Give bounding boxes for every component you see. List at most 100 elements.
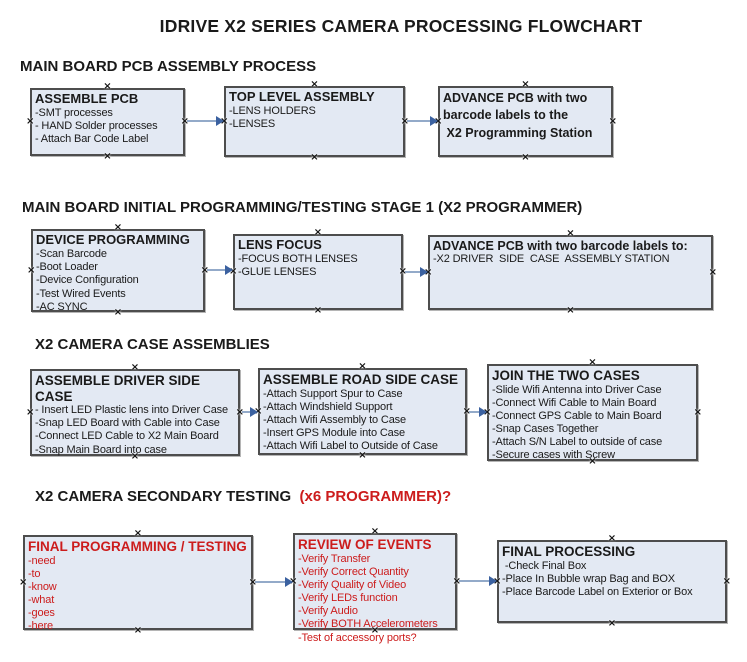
box-item: -Connect LED Cable to X2 Main Board (35, 430, 219, 443)
box-item: -Place Barcode Label on Exterior or Box (502, 585, 693, 598)
box-item: -Place In Bubble wrap Bag and BOX (502, 572, 675, 585)
connection-handle-icon: × (566, 228, 575, 239)
section-header-red-part: (x6 PROGRAMMER)? (299, 488, 452, 505)
box-item: -AC SYNC (36, 300, 88, 313)
connection-handle-icon: × (113, 222, 123, 233)
page-title: IDRIVE X2 SERIES CAMERA PROCESSING FLOWC… (159, 16, 643, 36)
flow-arrow (469, 407, 487, 417)
flow-box-advance-pcb-programming-station: ADVANCE PCB with two barcode labels to t… (434, 80, 617, 163)
box-item: -Snap LED Board with Cable into Case (35, 417, 220, 430)
box-item: -Connect GPS Cable to Main Board (492, 409, 662, 422)
connection-handle-icon: × (693, 406, 702, 418)
box-title: JOIN THE TWO CASES (492, 368, 640, 383)
connection-handle-icon: × (608, 115, 617, 127)
connection-handle-icon: × (588, 357, 597, 368)
box-title: ADVANCE PCB with two barcode labels to t… (443, 91, 593, 140)
box-item: -Slide Wifi Antenna into Driver Case (492, 383, 662, 396)
box-item: -need (28, 554, 56, 567)
connection-handle-icon: × (521, 152, 530, 163)
box-item: -LENSES (229, 118, 276, 131)
box-title: ASSEMBLE DRIVER SIDE CASE (35, 373, 204, 404)
box-item: - Insert LED Plastic lens into Driver Ca… (35, 404, 228, 417)
flow-arrow (242, 407, 258, 417)
box-item: -X2 DRIVER SIDE CASE ASSEMBLY STATION (433, 253, 670, 266)
section-header-black-part: X2 CAMERA SECONDARY TESTING (35, 488, 300, 505)
connection-handle-icon: × (313, 305, 323, 316)
box-item: -Verify Transfer (298, 552, 371, 565)
section-header-case-assemblies: X2 CAMERA CASE ASSEMBLIES (35, 336, 270, 353)
connection-handle-icon: × (27, 264, 36, 276)
section-header-pcb-assembly: MAIN BOARD PCB ASSEMBLY PROCESS (20, 58, 317, 75)
flow-box-final-processing: FINAL PROCESSING -Check Final Box -Place… (493, 534, 731, 629)
connection-handle-icon: × (310, 79, 319, 90)
box-item: -Attach S/N Label to outside of case (492, 436, 663, 449)
flow-arrow (407, 116, 438, 126)
box-item: -FOCUS BOTH LENSES (238, 252, 358, 265)
flow-box-assemble-driver-side-case: ASSEMBLE DRIVER SIDE CASE - Insert LED P… (26, 363, 244, 462)
flow-arrow (255, 577, 293, 587)
flow-box-lens-focus: LENS FOCUS -FOCUS BOTH LENSES -GLUE LENS… (229, 228, 407, 316)
box-item: -Snap Main Board into case (35, 443, 167, 456)
box-item: -know (28, 580, 57, 593)
connection-handle-icon: × (370, 526, 380, 537)
box-item: -Verify LEDs function (298, 592, 398, 605)
box-title: ASSEMBLE ROAD SIDE CASE (263, 372, 459, 387)
box-item: -Attach Wifi Assembly to Case (263, 413, 406, 426)
box-item: -here (28, 620, 53, 633)
connection-handle-icon: × (130, 362, 140, 373)
connection-handle-icon: × (566, 305, 575, 316)
box-item: - HAND Solder processes (35, 120, 158, 133)
box-item: -SMT processes (35, 106, 113, 119)
box-title: FINAL PROGRAMMING / TESTING (28, 539, 247, 554)
box-item: -what (28, 594, 55, 607)
flow-arrow (207, 265, 233, 275)
box-item: -Connect Wifi Cable to Main Board (492, 396, 657, 409)
box-item: -Check Final Box (502, 559, 587, 572)
flow-box-join-the-two-cases: JOIN THE TWO CASES -Slide Wifi Antenna i… (483, 358, 702, 467)
section-header-secondary-testing: X2 CAMERA SECONDARY TESTING (x6 PROGRAMM… (35, 488, 451, 505)
box-item: -GLUE LENSES (238, 266, 317, 279)
connection-handle-icon: × (103, 151, 112, 162)
flow-box-device-programming: DEVICE PROGRAMMING -Scan Barcode -Boot L… (27, 223, 209, 318)
box-item: -LENS HOLDERS (229, 104, 316, 117)
connection-handle-icon: × (310, 152, 319, 163)
box-item: -Insert GPS Module into Case (263, 427, 405, 440)
box-item: -Secure cases with Screw (492, 449, 615, 462)
box-item: -to (28, 567, 41, 580)
box-title: ADVANCE PCB with two barcode labels to: (433, 239, 688, 253)
box-item: -Attach Windshield Support (263, 400, 393, 413)
box-item: -Verify Quality of Video (298, 578, 407, 591)
box-item: -Verify Audio (298, 605, 358, 618)
flow-box-assemble-road-side-case: ASSEMBLE ROAD SIDE CASE -Attach Support … (254, 362, 471, 461)
connection-handle-icon: × (722, 575, 731, 587)
connection-handle-icon: × (607, 533, 617, 544)
box-item: -Snap Cases Together (492, 423, 599, 436)
flow-box-assemble-pcb: ASSEMBLE PCB -SMT processes - HAND Solde… (26, 82, 189, 162)
flow-arrow (187, 116, 224, 126)
box-title: ASSEMBLE PCB (35, 91, 139, 106)
box-item: -Attach Wifi Label to Outside of Case (263, 440, 438, 453)
box-title: TOP LEVEL ASSEMBLY (229, 89, 375, 104)
box-item: -Test Wired Events (36, 287, 126, 300)
box-title: FINAL PROCESSING (502, 544, 636, 559)
box-item: -Device Configuration (36, 274, 139, 287)
flow-box-advance-pcb-driver-side-station: ADVANCE PCB with two barcode labels to: … (424, 229, 717, 316)
connection-handle-icon: × (358, 450, 367, 461)
box-title: LENS FOCUS (238, 237, 322, 252)
section-header-initial-programming: MAIN BOARD INITIAL PROGRAMMING/TESTING S… (22, 199, 583, 216)
connection-handle-icon: × (19, 576, 28, 588)
connection-handle-icon: × (708, 266, 717, 278)
box-item: -Attach Support Spur to Case (263, 387, 403, 400)
flow-arrow (459, 576, 497, 586)
connection-handle-icon: × (26, 116, 35, 127)
box-item: -Boot Loader (36, 261, 98, 274)
connection-handle-icon: × (607, 618, 617, 629)
flow-box-final-programming-testing: FINAL PROGRAMMING / TESTING -need -to -k… (19, 529, 257, 636)
flow-arrow (405, 267, 428, 277)
connection-handle-icon: × (103, 81, 112, 92)
flow-box-top-level-assembly: TOP LEVEL ASSEMBLY -LENS HOLDERS -LENSES… (220, 80, 409, 163)
box-item: - Attach Bar Code Label (35, 133, 149, 146)
flow-box-review-of-events: REVIEW OF EVENTS -Verify Transfer -Verif… (289, 527, 461, 644)
connection-handle-icon: × (133, 528, 143, 539)
connection-handle-icon: × (521, 79, 530, 90)
